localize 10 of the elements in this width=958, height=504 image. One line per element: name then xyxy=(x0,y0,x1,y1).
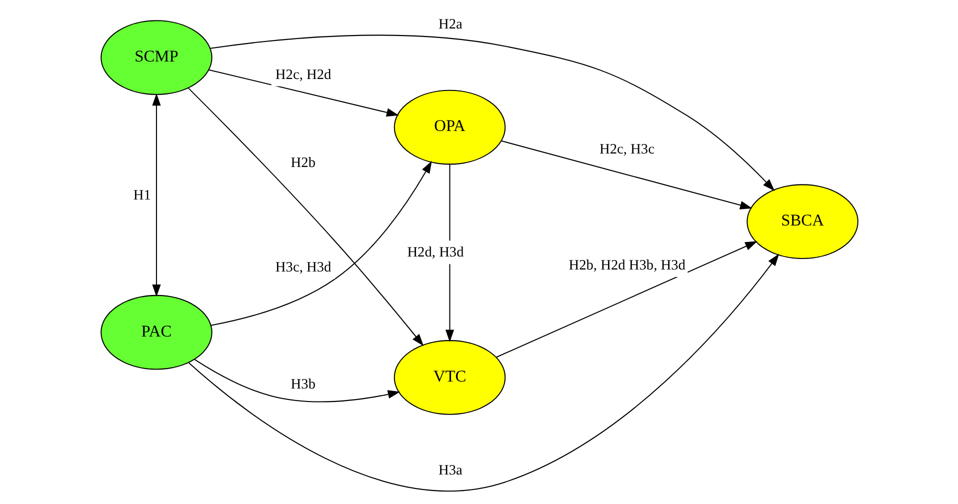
edge-label: H3b xyxy=(290,376,316,392)
edge-label: H2d, H3d xyxy=(406,244,464,261)
edge-label: H2b xyxy=(290,154,316,171)
edge-label: H2c, H2d xyxy=(274,66,331,83)
edge-label: H2c, H3c xyxy=(598,142,654,158)
edge-label: H3c, H3d xyxy=(274,260,331,276)
edge-label: H2a xyxy=(438,16,462,33)
edge-label: H3a xyxy=(438,462,462,479)
edge-label: H1 xyxy=(132,187,150,204)
edge-label: H2b, H2d H3b, H3d xyxy=(568,258,685,274)
